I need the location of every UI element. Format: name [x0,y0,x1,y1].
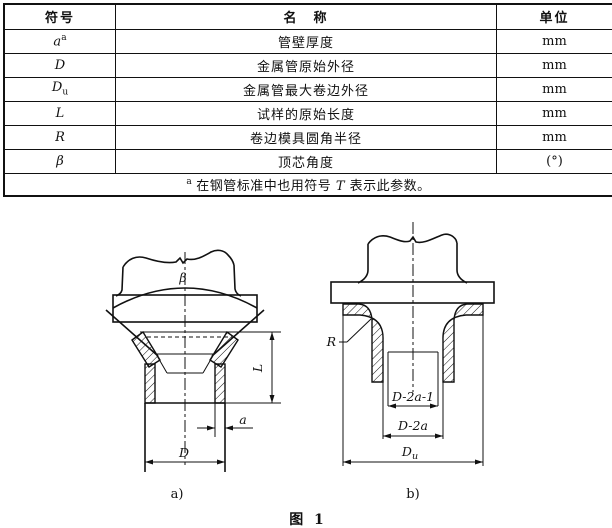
header-name: 名 称 [115,3,497,30]
cone-tip [155,353,215,374]
table-row: R 卷边模具圆角半径 mm [3,124,612,150]
subfigure-a-caption: a) [171,487,184,502]
dim-label-L: L [250,364,265,373]
name-cell: 顶芯角度 [115,148,497,174]
name-cell: 金属管最大卷边外径 [115,76,497,102]
extension-lines-b [342,315,484,466]
table-row: aa 管壁厚度 mm [3,28,612,54]
dim-L-lines [225,332,281,404]
subfigure-b-caption: b) [406,487,419,502]
dim-label-D: D [178,445,189,460]
name-cell: 试样的原始长度 [115,100,497,126]
table-row: L 试样的原始长度 mm [3,100,612,126]
symbol-table: 符号 名 称 单位 aa 管壁厚度 mm D 金属管原始外径 mm Du 金属管… [3,3,612,197]
flange-section-right [442,303,484,383]
dim-label-d2a: D-2a [397,418,428,433]
header-symbol: 符号 [3,3,116,30]
dim-label-R: R [326,334,336,349]
tube-wall-right [214,363,226,404]
table-row: Du 金属管最大卷边外径 mm [3,76,612,102]
unit-cell: mm [496,52,612,78]
unit-cell: mm [496,76,612,102]
symbol-a: a [53,34,62,50]
flare-right [209,330,239,368]
name-cell: 金属管原始外径 [115,52,497,78]
symbol-R: R [55,129,65,145]
drawing-a: L a D β a) [105,249,281,502]
dim-label-d2a1: D-2a-1 [391,389,434,404]
header-unit: 单位 [496,3,612,30]
symbol-Du: D [51,80,63,96]
gauge-pin [387,351,439,406]
name-cell: 管壁厚度 [115,28,497,54]
unit-cell: mm [496,100,612,126]
tube-lower-part [144,402,226,472]
drawing-b: R D-2a-1 D-2a Du b) [326,222,495,502]
cone-arc [112,287,258,309]
symbol-D: D [54,57,66,73]
table-row: D 金属管原始外径 mm [3,52,612,78]
footnote-text: 在钢管标准中也用符号 [196,178,336,194]
symbol-L: L [55,105,65,121]
symbol-cell: Du [3,76,116,102]
unit-cell: mm [496,124,612,150]
table-header-row: 符号 名 称 单位 [3,3,612,30]
figure-caption: 图 1 [289,512,327,528]
table-row: β 顶芯角度 (°) [3,148,612,174]
symbol-cell: R [3,124,116,150]
du-subscript: u [412,451,418,462]
unit-cell: mm [496,28,612,54]
symbol-cell: D [3,52,116,78]
dim-label-a: a [239,412,246,427]
symbol-a-footmark: a [61,32,67,43]
footnote-marker: a [186,177,193,188]
punch-plate [330,281,495,304]
flange-section-left [342,303,384,383]
symbol-cell: aa [3,28,116,54]
tube-wall-left [144,363,156,404]
symbol-cell: β [3,148,116,174]
flare-left [131,330,161,368]
footnote-text: 表示此参数。 [345,178,431,194]
du-main: D [401,444,412,459]
dim-label-du: Du [401,444,418,462]
R-leader-line [339,318,372,343]
name-cell: 卷边模具圆角半径 [115,124,497,150]
footnote-symbol-T: T [335,178,346,194]
unit-cell: (°) [496,148,612,174]
figure-1: L a D β a) [105,222,495,528]
symbol-Du-subscript: u [62,87,69,98]
dim-label-beta: β [178,270,186,285]
symbol-cell: L [3,100,116,126]
mandrel-holder [112,294,258,323]
symbol-beta: β [56,153,64,169]
